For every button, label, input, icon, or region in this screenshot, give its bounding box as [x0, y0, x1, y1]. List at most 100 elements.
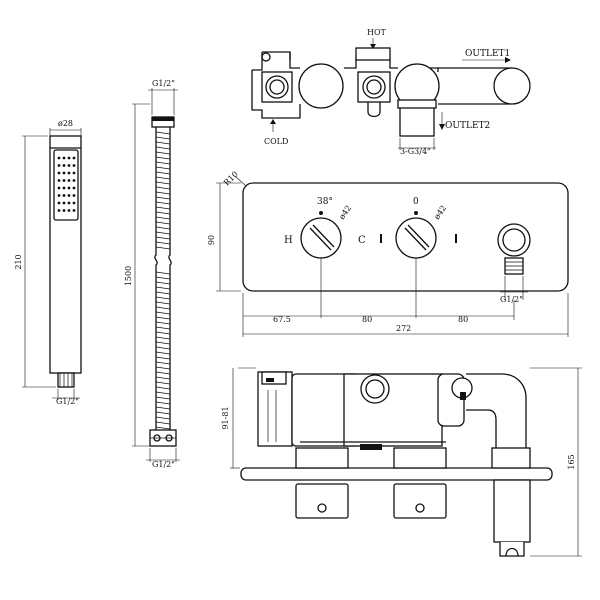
hose-rib: [155, 221, 171, 225]
hose-rib: [155, 386, 171, 390]
hot-label: HOT: [367, 28, 387, 37]
hose-rib: [155, 351, 171, 355]
spray-hole: [67, 194, 71, 197]
spray-hole: [72, 201, 76, 205]
hose-bottom-thread-label: G1/2": [152, 460, 175, 469]
spray-hole: [62, 156, 66, 160]
cold-inlet-block: [261, 71, 293, 103]
hose-rib: [155, 166, 171, 170]
hose-rib: [155, 376, 171, 380]
offset-67-label: 67.5: [273, 315, 291, 324]
side-faceplate: [240, 467, 553, 481]
hose-rib: [155, 276, 171, 280]
plate-width-label: 272: [396, 324, 411, 333]
outlet2-label: OUTLET2: [445, 121, 490, 131]
spacing-80-b-label: 80: [458, 315, 468, 324]
divider-mark: [380, 234, 382, 243]
side-body-right: [343, 373, 443, 447]
flow-zero-label: 0: [413, 197, 419, 207]
spray-hole: [57, 179, 61, 182]
hand-shower-diameter-label: ø28: [58, 119, 73, 128]
hose-rib: [155, 206, 171, 210]
inlet-thread-label: 3-G3/4": [400, 147, 431, 156]
hose-rib: [155, 241, 171, 245]
spray-hole: [72, 186, 76, 190]
hose-rib: [155, 296, 171, 300]
hose-rib: [155, 371, 171, 375]
hose-rib: [155, 341, 171, 345]
hose-rib: [155, 401, 171, 405]
spray-hole: [67, 209, 71, 212]
hose-rib: [155, 231, 171, 235]
hose-rib: [155, 301, 171, 305]
hose-rib: [155, 306, 171, 310]
faceplate-front-view: R10 38° ø42 H C 0 ø42 G1/2": [207, 170, 569, 337]
spray-hole: [62, 179, 66, 182]
outlet2-block: [399, 105, 435, 137]
spray-hole: [72, 209, 76, 212]
hose-rib: [155, 141, 171, 145]
spray-hole: [62, 164, 66, 167]
hose-rib: [155, 136, 171, 140]
hose-rib: [155, 176, 171, 180]
hot-inlet-top: [355, 47, 391, 61]
spray-hole: [57, 209, 61, 212]
spray-hole: [62, 201, 66, 205]
hose-rib: [155, 411, 171, 415]
hose-rib: [155, 171, 171, 175]
side-temp-handle: [295, 483, 349, 519]
hose-rib: [155, 286, 171, 290]
spray-hole: [67, 179, 71, 182]
hose-rib: [155, 391, 171, 395]
hose-rib: [155, 216, 171, 220]
hot-valve-cartridge: [298, 63, 344, 109]
cold-side-label: C: [358, 235, 366, 246]
hand-shower-length-label: 210: [14, 254, 23, 269]
depth-range-label: 91-81: [221, 406, 230, 429]
spray-hole: [62, 171, 66, 175]
hose-rib: [155, 416, 171, 420]
side-spindle-left: [295, 447, 349, 469]
outlet1-elbow: [493, 67, 531, 105]
hose-rib: [155, 311, 171, 315]
hand-shower-connector: [57, 372, 75, 388]
hose-rib: [155, 366, 171, 370]
hose-rib: [155, 406, 171, 410]
hose-rib: [155, 226, 171, 230]
hand-shower-view: ø28 210 G1/2": [14, 119, 82, 406]
hot-side-label: H: [284, 235, 293, 246]
elbow-thread-label: G1/2": [500, 295, 523, 304]
hose-view: G1/2" 1500 G1/2": [124, 79, 180, 469]
plate-height-label: 90: [207, 235, 216, 245]
valve-top-view: HOT OUTLET1 COLD OUTLET2 3-G3/4": [251, 28, 531, 156]
spray-hole: [67, 164, 71, 167]
spray-hole: [57, 156, 61, 160]
spray-hole: [67, 186, 71, 190]
hose-rib: [155, 361, 171, 365]
hose-rib: [155, 426, 171, 430]
hose-rib: [155, 201, 171, 205]
hand-shower-body: [49, 135, 82, 374]
hose-rib: [155, 421, 171, 425]
hose-rib: [155, 321, 171, 325]
spray-holes: [57, 156, 76, 212]
spray-hole: [67, 156, 71, 160]
hose-rib: [155, 211, 171, 215]
hose-rib: [155, 151, 171, 155]
spacing-80-a-label: 80: [362, 315, 372, 324]
outlet1-label: OUTLET1: [465, 49, 510, 59]
hose-rib: [155, 131, 171, 135]
hose-rib: [155, 396, 171, 400]
spray-hole: [72, 164, 76, 167]
spray-hole: [57, 201, 61, 205]
flow-mark: [455, 234, 457, 243]
spray-hole: [72, 156, 76, 160]
hose-rib: [155, 336, 171, 340]
side-outlet-nut: [491, 447, 531, 469]
hose-rib: [155, 181, 171, 185]
corner-radius-label: R10: [222, 170, 240, 188]
side-hot-inlet: [360, 374, 390, 404]
hose-rib: [155, 291, 171, 295]
side-spindle-right: [393, 447, 447, 469]
